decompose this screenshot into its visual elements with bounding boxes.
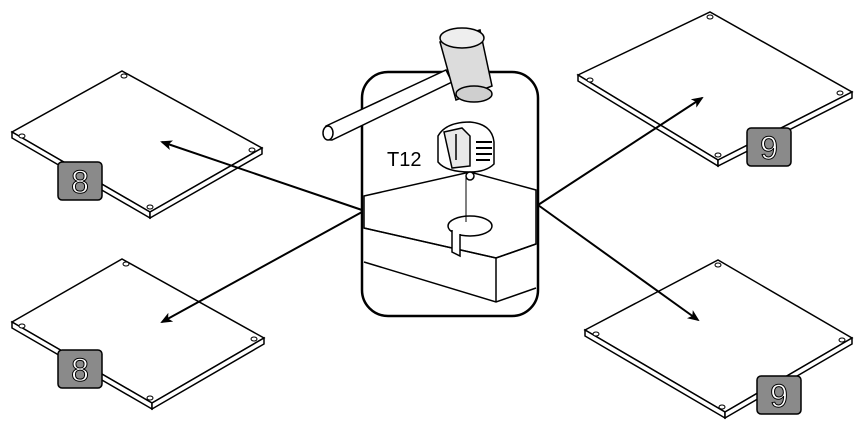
panel-bottom-right <box>583 259 854 420</box>
arrow-icon <box>537 96 704 206</box>
panel-bottom-left <box>10 258 266 411</box>
panel-badge-number: 8 <box>71 352 89 388</box>
panel-badge-bottom-left: 8 <box>57 349 103 389</box>
panel-badge-top-left: 8 <box>57 161 103 201</box>
panel-top-right <box>576 11 854 168</box>
mallet-icon <box>322 27 493 141</box>
panel-badge-top-right: 9 <box>746 127 792 167</box>
cam-fitting-icon <box>437 121 495 181</box>
connector-arrows <box>160 96 704 323</box>
panel-badge-number: 9 <box>760 130 778 166</box>
panel-top-left <box>10 70 264 220</box>
panel-badge-bottom-right: 9 <box>756 375 802 415</box>
arrow-icon <box>160 211 363 323</box>
arrow-icon <box>160 140 363 211</box>
detail-inset: T12 <box>322 27 540 318</box>
panel-badge-number: 8 <box>71 164 89 200</box>
hardware-label: T12 <box>387 149 421 171</box>
panel-badge-number: 9 <box>770 378 788 414</box>
drill-hole-icon <box>447 215 493 258</box>
board-edge <box>363 171 537 303</box>
arrow-icon <box>537 204 700 322</box>
